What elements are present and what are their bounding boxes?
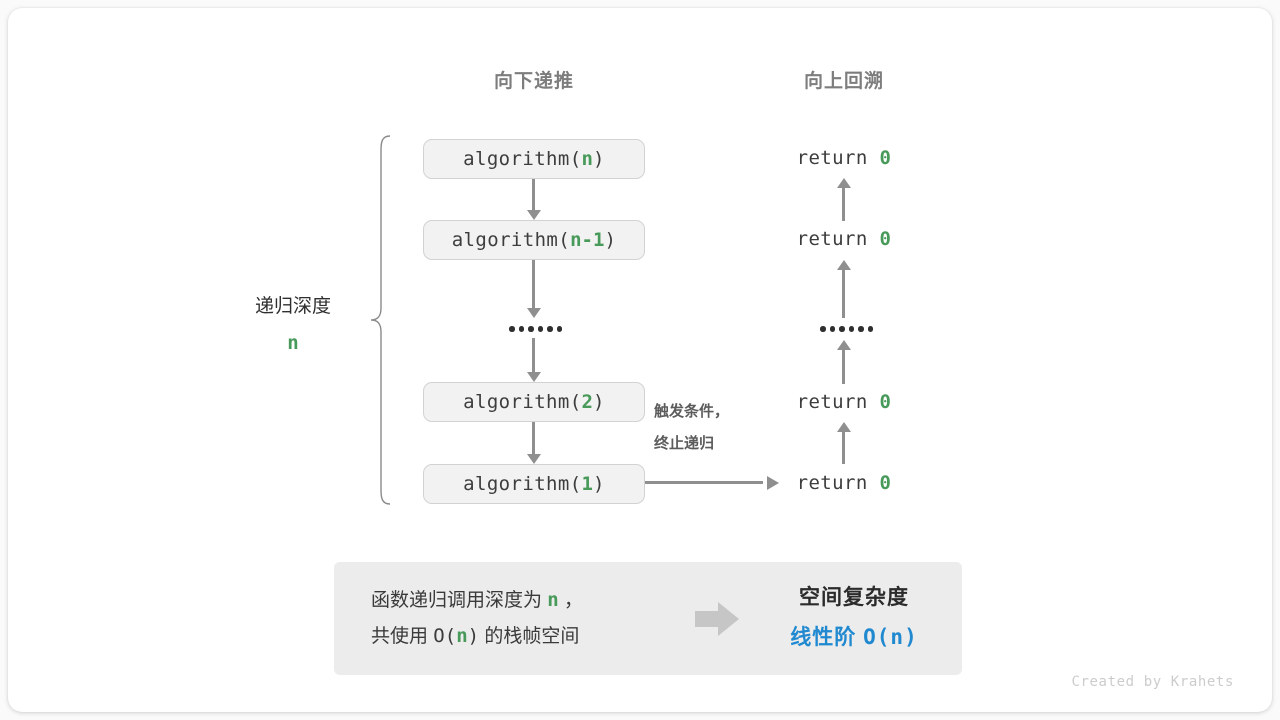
return-keyword: return (796, 472, 868, 494)
summary-conclusion-title: 空间复杂度 (799, 586, 909, 610)
recursion-depth-brace (370, 135, 391, 505)
return-statement-3: return 0 (754, 391, 934, 413)
summary-line-2: 共使用 O(n) 的栈帧空间 (371, 619, 674, 654)
ellipsis-right (820, 326, 873, 332)
call-box-suffix: ) (593, 148, 605, 170)
return-value: 0 (879, 391, 892, 413)
summary-description: 函数递归调用深度为 n ， 共使用 O(n) 的栈帧空间 (334, 583, 674, 653)
return-statement-2: return 0 (754, 228, 934, 250)
summary-line1-pre: 函数递归调用深度为 (371, 590, 543, 612)
summary-panel: 函数递归调用深度为 n ， 共使用 O(n) 的栈帧空间 空间复杂度 (334, 562, 962, 675)
return-value: 0 (879, 228, 892, 250)
call-box-algorithm-2[interactable]: algorithm(2) (423, 382, 645, 422)
summary-conclusion-value: 线性阶 O(n) (760, 618, 948, 658)
down-arrow-2 (527, 260, 541, 318)
termination-note-line1: 触发条件， (654, 403, 730, 420)
call-box-arg: 2 (581, 391, 593, 413)
diagram-card: 向下递推 向上回溯 递归深度 n algorithm(n) algorithm(… (8, 8, 1272, 712)
call-box-algorithm-n[interactable]: algorithm(n) (423, 139, 645, 179)
ellipsis-left (509, 326, 562, 332)
summary-conclusion: 空间复杂度 线性阶 O(n) (760, 579, 962, 658)
watermark-credit: Created by Krahets (1071, 674, 1234, 690)
call-box-prefix: algorithm( (451, 229, 571, 251)
return-value: 0 (879, 147, 892, 169)
return-statement-4: return 0 (754, 472, 934, 494)
call-box-arg: n-1 (570, 229, 605, 251)
recursion-depth-text: 递归深度 (254, 296, 331, 317)
complexity-order-name: 线性阶 (790, 626, 857, 649)
recursion-depth-value: n (287, 332, 299, 355)
complexity-expr-post: ) (904, 625, 918, 649)
complexity-expr-pre: O( (863, 625, 891, 649)
termination-arrow (645, 476, 779, 490)
recursion-depth-label: 递归深度 n (223, 288, 363, 362)
summary-line1-post: ， (564, 590, 584, 612)
call-box-prefix: algorithm( (463, 473, 582, 495)
return-keyword: return (796, 391, 868, 413)
summary-line-1: 函数递归调用深度为 n ， (371, 583, 674, 618)
up-arrow-3 (837, 340, 851, 384)
call-box-algorithm-1[interactable]: algorithm(1) (423, 464, 645, 504)
return-value: 0 (879, 472, 892, 494)
call-box-arg: 1 (581, 473, 593, 495)
summary-implies-arrow-wrap (674, 601, 760, 636)
return-keyword: return (796, 228, 868, 250)
column-heading-backtrack-up: 向上回溯 (803, 71, 884, 92)
summary-line2-pre: 共使用 (371, 625, 429, 647)
call-box-suffix: ) (604, 229, 617, 251)
summary-line2-o: O( (433, 624, 457, 647)
summary-line2-post: 的栈帧空间 (484, 625, 580, 647)
call-box-suffix: ) (593, 473, 605, 495)
up-arrow-2 (837, 260, 851, 318)
return-statement-1: return 0 (754, 147, 934, 169)
call-box-arg: n (581, 148, 593, 170)
summary-line2-var: n (456, 624, 468, 647)
summary-line1-var: n (547, 589, 559, 612)
down-arrow-3 (527, 338, 541, 382)
termination-note: 触发条件， 终止递归 (654, 396, 764, 459)
down-arrow-1 (527, 179, 541, 220)
termination-note-line2: 终止递归 (654, 434, 715, 452)
down-arrow-4 (527, 422, 541, 464)
call-box-prefix: algorithm( (463, 391, 582, 413)
right-block-arrow-icon (695, 601, 739, 636)
summary-line2-close: ) (467, 624, 480, 647)
call-box-prefix: algorithm( (463, 148, 582, 170)
call-box-suffix: ) (593, 391, 605, 413)
complexity-expr-var: n (890, 625, 905, 649)
up-arrow-4 (837, 422, 851, 464)
return-keyword: return (796, 147, 868, 169)
call-box-algorithm-n-1[interactable]: algorithm(n-1) (423, 220, 645, 260)
up-arrow-1 (837, 178, 851, 221)
column-heading-recurse-down: 向下递推 (493, 71, 574, 92)
